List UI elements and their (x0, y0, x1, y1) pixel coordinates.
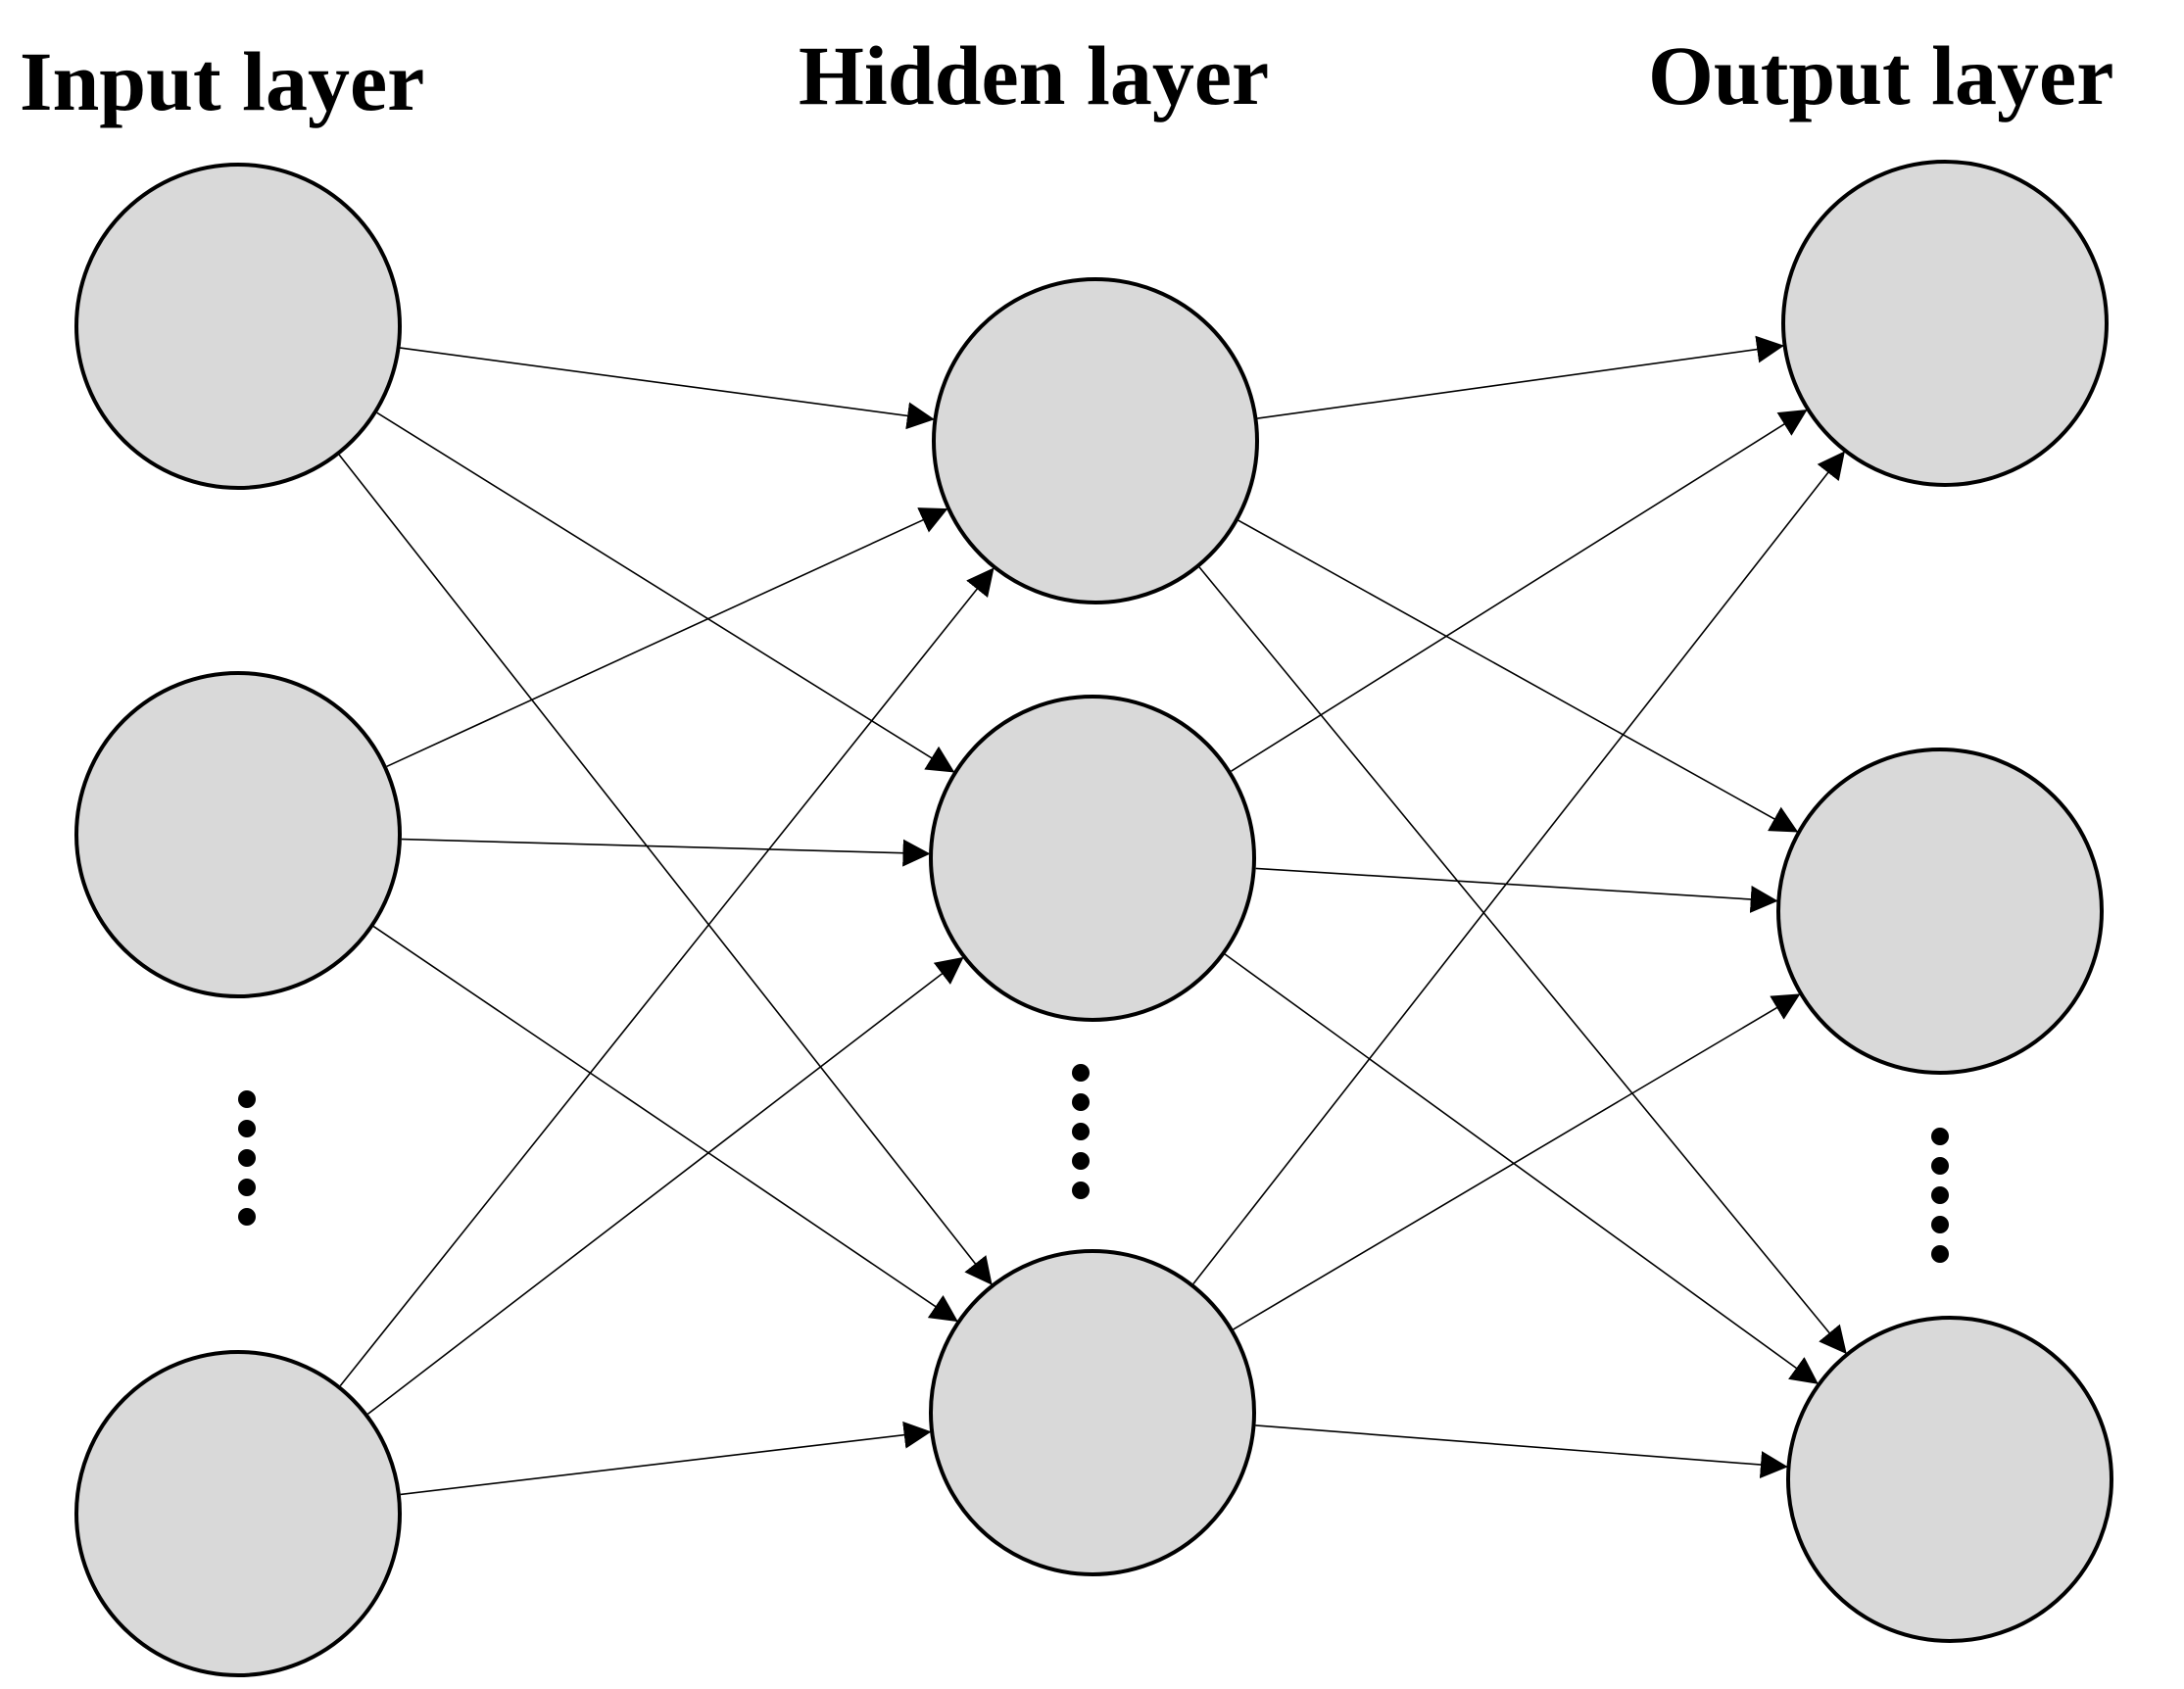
edge-hidden-1-to-output-1 (1257, 335, 1784, 419)
edge-hidden-1-to-output-2 (1238, 519, 1799, 833)
output-ellipsis-dot (1931, 1157, 1949, 1175)
edge-hidden-3-to-output-1 (1192, 451, 1845, 1284)
output-ellipsis-dot (1931, 1186, 1949, 1204)
connections (338, 335, 1847, 1496)
hidden-ellipsis-dot (1072, 1152, 1090, 1170)
edge-input-3-to-hidden-1 (339, 567, 995, 1386)
input-ellipsis-dot (238, 1149, 256, 1167)
hidden-ellipsis-dot (1072, 1093, 1090, 1111)
input-ellipsis-dot (238, 1208, 256, 1226)
edge-input-2-to-hidden-1 (386, 507, 948, 768)
hidden-node-1 (932, 277, 1259, 604)
input-node-2 (74, 671, 402, 998)
edge-input-2-to-hidden-2 (401, 838, 931, 867)
output-ellipsis-dot (1931, 1245, 1949, 1263)
edge-input-3-to-hidden-2 (367, 956, 964, 1415)
input-ellipsis-dot (238, 1179, 256, 1196)
hidden-node-2 (929, 695, 1256, 1022)
edge-input-1-to-hidden-1 (400, 347, 935, 430)
input-ellipsis-dot (238, 1120, 256, 1137)
input-node-1 (74, 163, 402, 490)
edge-input-1-to-hidden-2 (376, 411, 955, 773)
hidden-node-3 (929, 1249, 1256, 1576)
edge-input-2-to-hidden-3 (372, 925, 958, 1323)
output-layer-title: Output layer (1648, 28, 2113, 122)
edge-hidden-2-to-output-3 (1224, 953, 1819, 1384)
hidden-ellipsis-dot (1072, 1123, 1090, 1140)
edge-input-3-to-hidden-3 (400, 1421, 932, 1496)
input-layer-title: Input layer (20, 34, 424, 128)
hidden-layer-title: Hidden layer (799, 28, 1269, 122)
hidden-ellipsis-dot (1072, 1064, 1090, 1082)
edge-input-1-to-hidden-3 (338, 454, 993, 1285)
output-ellipsis-dot (1931, 1216, 1949, 1233)
output-node-3 (1786, 1316, 2113, 1643)
ellipsis-markers (238, 1064, 1949, 1263)
edge-hidden-3-to-output-3 (1255, 1424, 1788, 1478)
edge-hidden-2-to-output-2 (1255, 867, 1778, 913)
output-node-2 (1776, 748, 2104, 1075)
input-node-3 (74, 1350, 402, 1677)
output-node-1 (1781, 160, 2109, 487)
edge-hidden-1-to-output-3 (1198, 566, 1847, 1355)
output-ellipsis-dot (1931, 1128, 1949, 1145)
neurons (74, 160, 2113, 1677)
edge-hidden-2-to-output-1 (1231, 410, 1808, 772)
hidden-ellipsis-dot (1072, 1182, 1090, 1199)
edge-hidden-3-to-output-2 (1233, 993, 1801, 1330)
input-ellipsis-dot (238, 1090, 256, 1108)
